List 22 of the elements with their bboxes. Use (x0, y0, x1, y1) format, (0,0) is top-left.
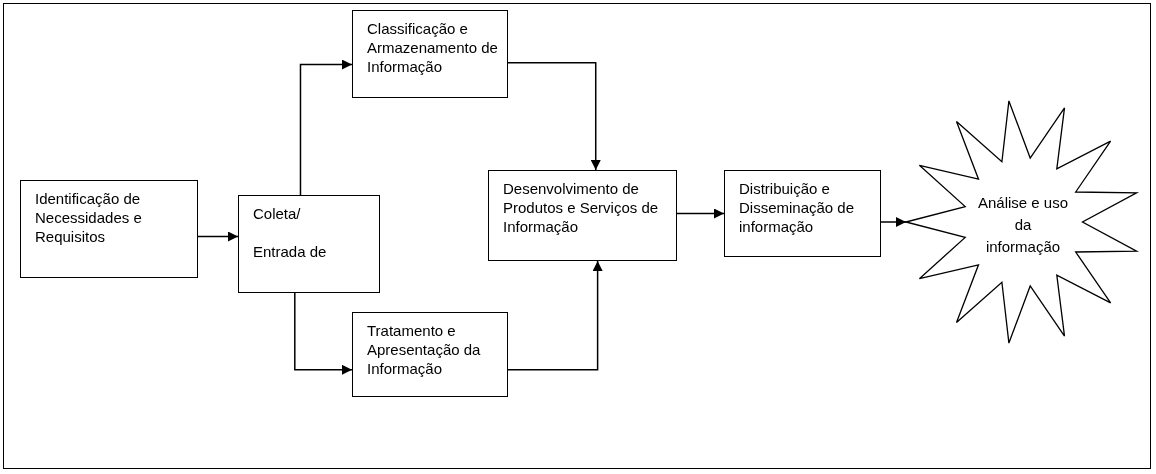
node-text: Classificação e Armazenamento de Informação (367, 19, 499, 76)
node-text: Tratamento e Apresentação da Informação (367, 321, 482, 378)
arrow (880, 217, 907, 227)
arrow (197, 231, 239, 242)
process-box (352, 10, 508, 98)
node-text: Coleta/ (253, 204, 302, 223)
process-box (20, 180, 198, 278)
starburst-shape (904, 98, 1142, 346)
arrow (676, 208, 725, 219)
process-box (238, 195, 380, 293)
arrow (507, 260, 603, 371)
node-text: Análise e uso da informação (977, 193, 1069, 257)
arrow (294, 292, 353, 375)
arrow (299, 59, 353, 196)
node-text: Desenvolvimento de Produtos e Serviços de Informação (503, 179, 660, 236)
node-text: Identificação de Necessidades e Requisitos (35, 189, 143, 246)
process-box (488, 170, 677, 261)
node-text: Entrada de (253, 242, 328, 261)
arrow (507, 62, 601, 171)
process-box (724, 170, 881, 257)
node-text: Distribuição e Disseminação de informação (739, 179, 856, 236)
process-box (352, 312, 508, 397)
